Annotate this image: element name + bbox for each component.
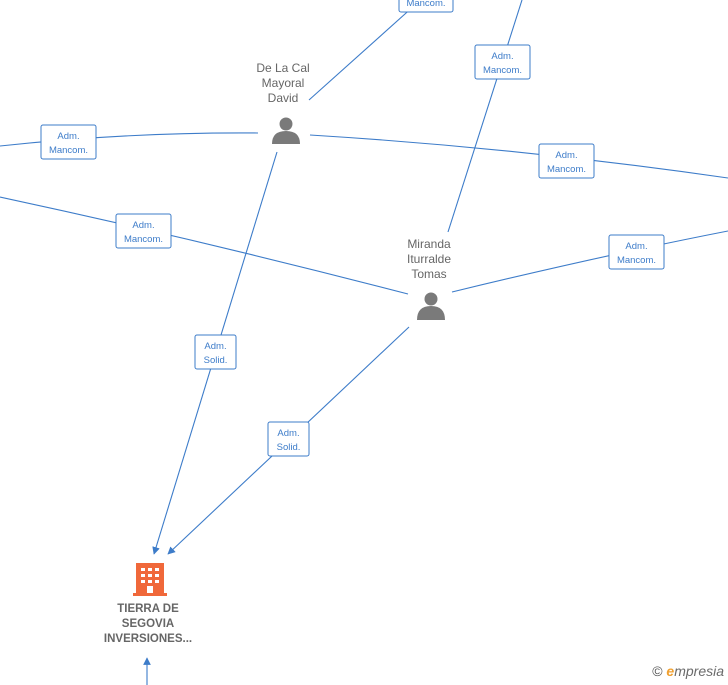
relation-type: Solid. — [204, 355, 228, 366]
brand-name: mpresia — [674, 663, 724, 679]
relation-box[interactable]: Adm. Mancom. — [608, 234, 665, 270]
edge-cal-top — [308, 4, 416, 101]
person-name-line: David — [268, 91, 299, 105]
relation-role: Adm. — [277, 428, 299, 439]
person-name-line: Mayoral — [262, 76, 305, 90]
copyright-icon: © — [652, 663, 663, 679]
relation-role: Adm. — [57, 131, 79, 142]
edge-cal-left — [0, 132, 259, 147]
relation-role: Adm. — [491, 51, 513, 62]
building-icon — [133, 563, 167, 596]
relation-type: Mancom. — [406, 0, 445, 9]
company-name-line: TIERRA DE — [117, 603, 179, 615]
relation-role: Adm. — [555, 150, 577, 161]
person-name-line: Iturralde — [407, 252, 451, 266]
person-node-miranda[interactable]: Miranda Iturralde Tomas — [407, 237, 451, 320]
person-icon — [417, 292, 445, 320]
company-name-line: SEGOVIA — [122, 618, 174, 630]
relation-box[interactable]: Adm. Mancom. — [40, 124, 97, 160]
person-node-cal[interactable]: De La Cal Mayoral David — [256, 61, 310, 144]
relation-role: Adm. — [132, 220, 154, 231]
brand-logo-initial: e — [666, 663, 675, 679]
edge-miranda-left — [0, 196, 409, 295]
person-name-line: Tomas — [411, 267, 446, 281]
relation-role: Adm. — [204, 341, 226, 352]
relation-box[interactable]: Adm. Mancom. — [538, 143, 595, 179]
footer-brand: © empresia — [652, 663, 724, 679]
company-name-line: INVERSIONES... — [104, 633, 192, 645]
person-name-line: De La Cal — [256, 61, 309, 75]
relation-type: Mancom. — [124, 234, 163, 245]
relation-box[interactable]: Adm. Solid. — [194, 334, 237, 370]
relation-box[interactable]: Adm. Solid. — [267, 421, 310, 457]
relation-box[interactable]: Adm. Mancom. — [474, 44, 531, 80]
relation-type: Mancom. — [617, 255, 656, 266]
person-icon — [272, 117, 300, 144]
relation-type: Mancom. — [483, 65, 522, 76]
person-name-line: Miranda — [407, 237, 451, 251]
edge-cal-right — [309, 134, 728, 179]
company-node[interactable]: TIERRA DE SEGOVIA INVERSIONES... — [104, 563, 192, 645]
edge-miranda-top — [447, 0, 523, 233]
relation-box[interactable]: Mancom. — [398, 0, 454, 13]
edge-miranda-right — [451, 230, 728, 293]
relation-type: Mancom. — [49, 145, 88, 156]
relation-box[interactable]: Adm. Mancom. — [115, 213, 172, 249]
relation-role: Adm. — [625, 241, 647, 252]
relation-type: Mancom. — [547, 164, 586, 175]
relation-type: Solid. — [277, 442, 301, 453]
